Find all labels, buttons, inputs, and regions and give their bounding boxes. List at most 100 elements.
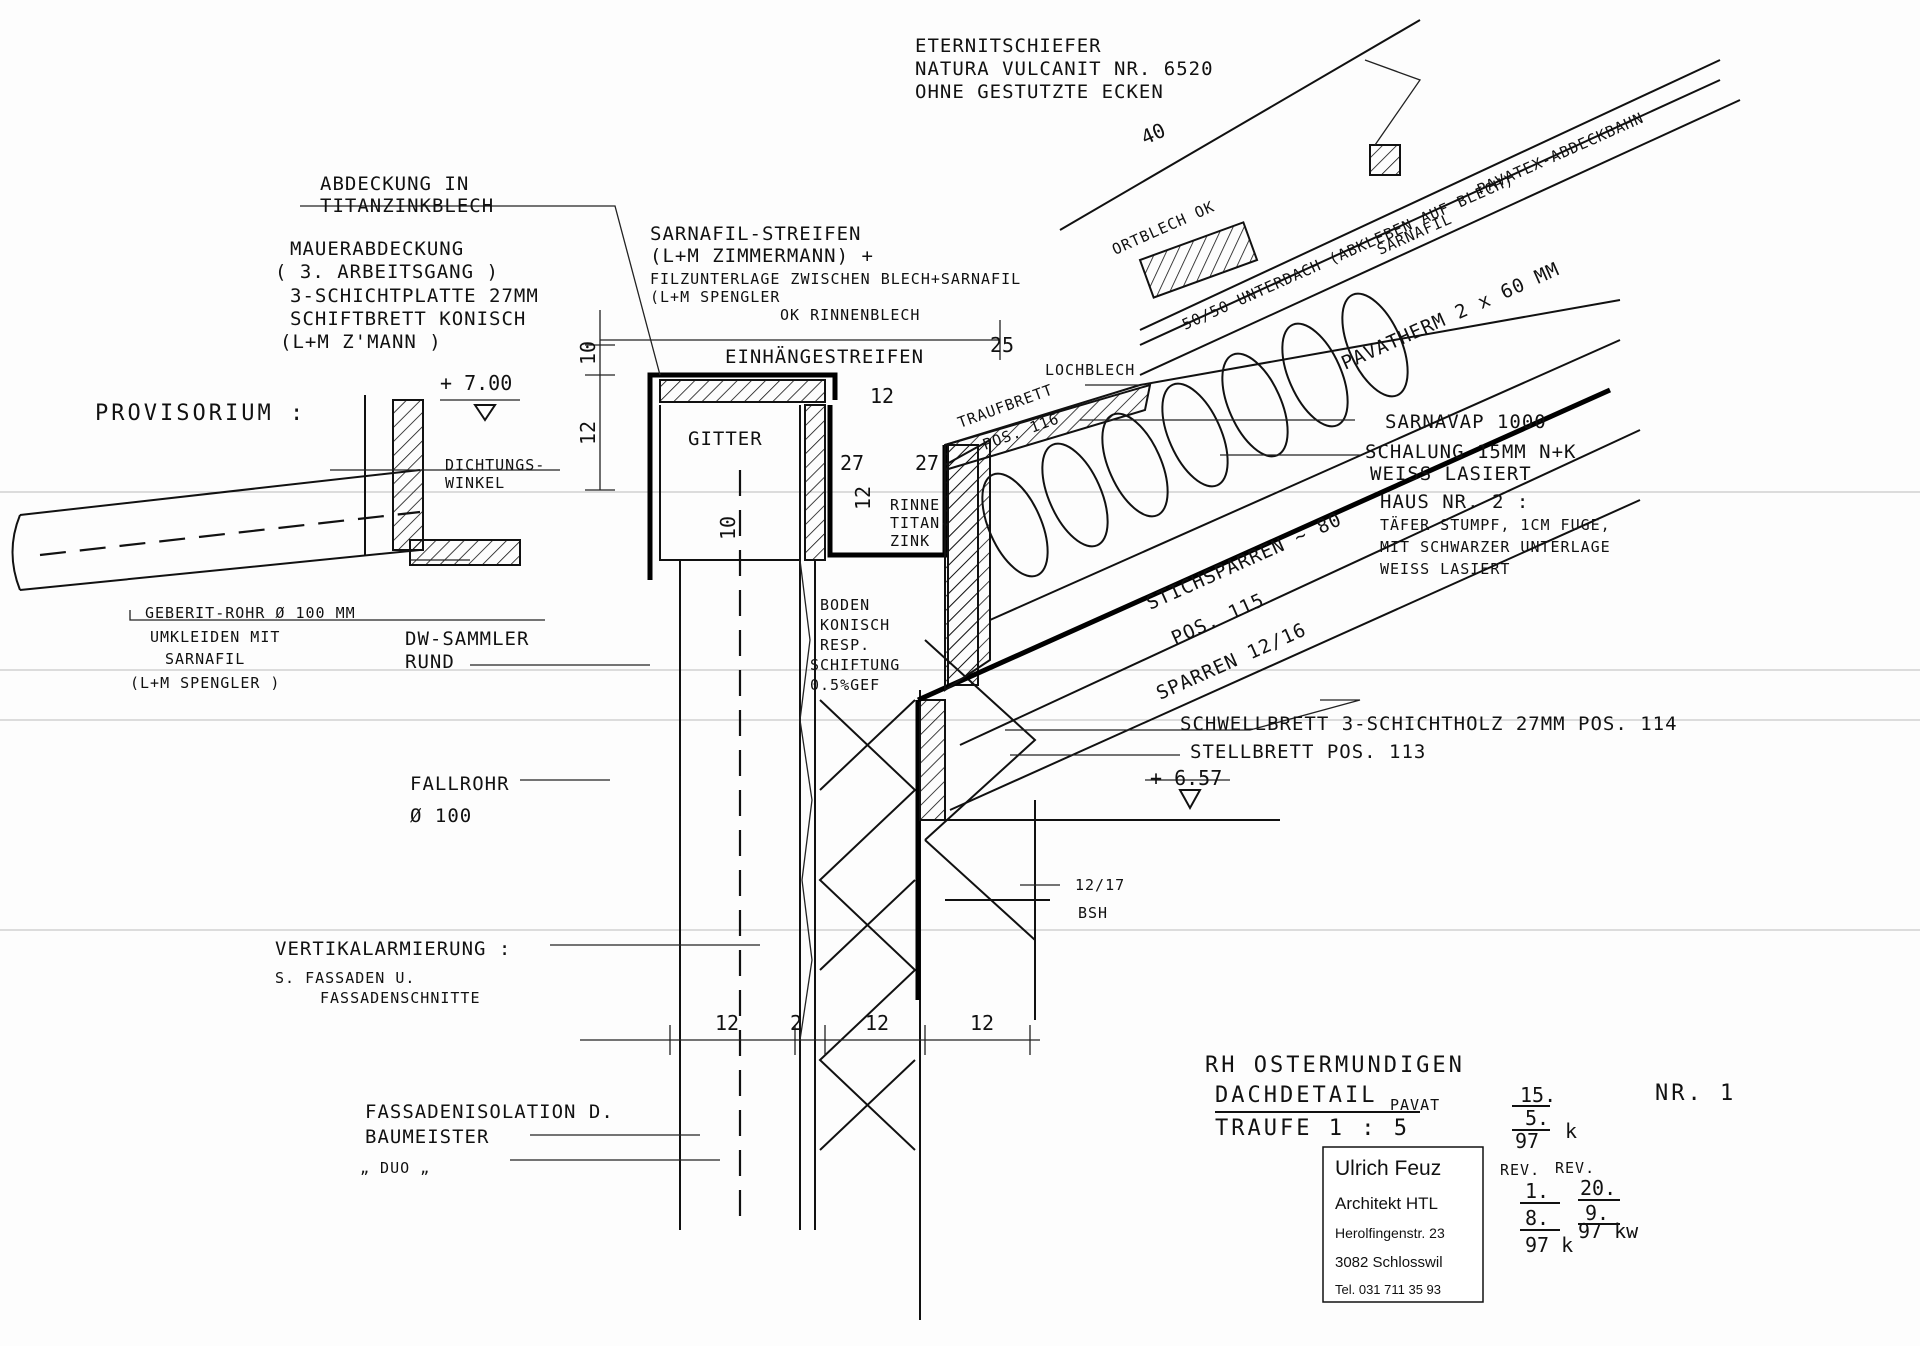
schwellbrett-label: SCHWELLBRETT 3-SCHICHTHOLZ 27MM POS. 114 xyxy=(1180,713,1678,735)
geberit-label-3: SARNAFIL xyxy=(165,650,245,668)
fassade-label-3: „ DUO „ xyxy=(360,1159,430,1177)
dw-sammler-label-1: DW-SAMMLER xyxy=(405,628,529,650)
drawing-subject-sub: PAVAT xyxy=(1390,1096,1440,1114)
bsh-label-2: BSH xyxy=(1078,904,1108,922)
dim-bottom-12-c: 12 xyxy=(970,1011,994,1035)
dim-bottom-12-b: 12 xyxy=(865,1011,889,1035)
rev2-month: 9. xyxy=(1585,1201,1609,1225)
facade-insulation xyxy=(818,699,917,1151)
project-name: RH OSTERMUNDIGEN xyxy=(1205,1053,1465,1078)
eternit-label-1: ETERNITSCHIEFER xyxy=(915,35,1102,57)
abdeckung-label-1: ABDECKUNG IN xyxy=(320,173,469,195)
title-block: RH OSTERMUNDIGEN DACHDETAIL PAVAT TRAUFE… xyxy=(1205,1053,1736,1257)
vertikal-label-1: VERTIKALARMIERUNG : xyxy=(275,938,511,960)
titanzink-cap xyxy=(647,372,838,580)
rev2-day: 20. xyxy=(1580,1176,1616,1200)
dim-25: 25 xyxy=(990,333,1014,357)
level-top: + 7.00 xyxy=(440,371,512,395)
level-bottom: + 6.57 xyxy=(1150,766,1222,790)
eternit-slate xyxy=(1139,59,1721,331)
dim-12-left: 12 xyxy=(576,421,600,445)
date-initial: k xyxy=(1565,1119,1577,1143)
vertikal-label-2: S. FASSADEN U. xyxy=(275,969,415,987)
dim-12-inner: 12 xyxy=(851,486,875,510)
geberit-label-4: (L+M SPENGLER ) xyxy=(130,674,280,692)
stellbrett-label: STELLBRETT POS. 113 xyxy=(1190,741,1426,763)
vertikal-label-3: FASSADENSCHNITTE xyxy=(320,989,481,1007)
mauer-label-4: SCHIFTBRETT KONISCH xyxy=(290,308,526,330)
architect-street: Herolfingenstr. 23 xyxy=(1335,1225,1445,1241)
drawing-subject: DACHDETAIL xyxy=(1215,1083,1377,1108)
haus-label-3: MIT SCHWARZER UNTERLAGE xyxy=(1380,538,1611,556)
geberit-pipe xyxy=(19,469,421,591)
sheet-number: NR. 1 xyxy=(1655,1081,1736,1106)
dim-27-b: 27 xyxy=(915,451,939,475)
boden-label-3: RESP. xyxy=(820,636,870,654)
mauer-label-2: ( 3. ARBEITSGANG ) xyxy=(275,261,499,283)
bsh-label-1: 12/17 xyxy=(1075,876,1125,894)
dim-10-mid: 10 xyxy=(716,516,740,540)
traufbrett xyxy=(944,383,1152,472)
architect-name: Ulrich Feuz xyxy=(1335,1157,1441,1180)
dichtungswinkel-label-1: DICHTUNGS- xyxy=(445,456,545,474)
dim-27-a: 27 xyxy=(840,451,864,475)
schalung-label-1: SCHALUNG 15MM N+K xyxy=(1365,441,1576,463)
mauer-label-3: 3-SCHICHTPLATTE 27MM xyxy=(290,285,539,307)
dim-10-top: 10 xyxy=(576,341,600,365)
haus-label-4: WEISS LASIERT xyxy=(1380,560,1510,578)
sarnafil-label-3: FILZUNTERLAGE ZWISCHEN BLECH+SARNAFIL xyxy=(650,270,1021,288)
date-year: 97 xyxy=(1515,1129,1539,1153)
haus-label-2: TÄFER STUMPF, 1CM FUGE, xyxy=(1380,515,1611,534)
dim-40: 40 xyxy=(1137,118,1169,150)
date-day: 15. xyxy=(1520,1083,1556,1107)
dim-bottom-12-a: 12 xyxy=(715,1011,739,1035)
architect-title: Architekt HTL xyxy=(1335,1194,1438,1213)
geberit-label-1: GEBERIT-ROHR Ø 100 MM xyxy=(145,604,356,622)
einhaengestreifen-label: EINHÄNGESTREIFEN xyxy=(725,345,924,368)
provisorium-label: PROVISORIUM : xyxy=(95,401,306,426)
mauer-label-1: MAUERABDECKUNG xyxy=(290,238,464,260)
boden-label-1: BODEN xyxy=(820,596,870,614)
geberit-label-2: UMKLEIDEN MIT xyxy=(150,628,280,646)
sarnafil-label-2: (L+M ZIMMERMANN) + xyxy=(650,245,874,267)
drawing-scale: TRAUFE 1 : 5 xyxy=(1215,1116,1410,1141)
mauer-label-5: (L+M Z'MANN ) xyxy=(280,331,442,353)
eternit-label-3: OHNE GESTUTZTE ECKEN xyxy=(915,81,1164,103)
fassade-label-2: BAUMEISTER xyxy=(365,1126,489,1148)
rev1-day: 1. xyxy=(1525,1179,1549,1203)
fallrohr-label-1: FALLROHR xyxy=(410,773,510,795)
boden-label-4: SCHIFTUNG xyxy=(810,656,900,674)
rinne-label-1: RINNE xyxy=(890,496,940,514)
gitter-label: GITTER xyxy=(688,428,763,450)
rev-label-2: REV. xyxy=(1555,1159,1595,1177)
annotations: ETERNITSCHIEFER NATURA VULCANIT NR. 6520… xyxy=(95,35,1678,1177)
dichtungswinkel-label-2: WINKEL xyxy=(445,474,505,492)
sarnavap-label: SARNAVAP 1000 xyxy=(1385,411,1547,433)
section-geometry xyxy=(11,19,1741,1320)
date-month: 5. xyxy=(1525,1106,1549,1130)
architect-phone: Tel. 031 711 35 93 xyxy=(1335,1282,1441,1297)
sarnafil-label-4: (L+M SPENGLER xyxy=(650,288,780,306)
architect-stamp: Ulrich Feuz Architekt HTL Herolfingenstr… xyxy=(1322,1146,1484,1303)
boden-label-2: KONISCH xyxy=(820,616,890,634)
boden-label-5: 0.5%GEF xyxy=(810,676,880,694)
roof-rafter-top xyxy=(916,387,1612,703)
dim-bottom-2: 2 xyxy=(790,1011,802,1035)
haus-label-1: HAUS NR. 2 : xyxy=(1380,491,1529,513)
rev2-year: 97 kw xyxy=(1578,1219,1639,1243)
lochblech-label: LOCHBLECH xyxy=(1045,361,1135,379)
stellbrett xyxy=(919,699,946,821)
rev1-month: 8. xyxy=(1525,1206,1549,1230)
architect-city: 3082 Schlosswil xyxy=(1335,1254,1443,1271)
leader-lines xyxy=(129,59,1422,1161)
sarnafil-label-1: SARNAFIL-STREIFEN xyxy=(650,223,861,245)
fassade-label-1: FASSADENISOLATION D. xyxy=(365,1101,614,1123)
rinne-label-2: TITAN- xyxy=(890,514,950,532)
ok-rinnenblech-label: OK RINNENBLECH xyxy=(780,306,920,324)
ortblech-hatch xyxy=(1138,221,1259,299)
dim-12-top: 12 xyxy=(870,384,894,408)
dw-sammler-label-2: RUND xyxy=(405,651,455,673)
schalung-label-2: WEISS LASIERT xyxy=(1370,463,1532,485)
